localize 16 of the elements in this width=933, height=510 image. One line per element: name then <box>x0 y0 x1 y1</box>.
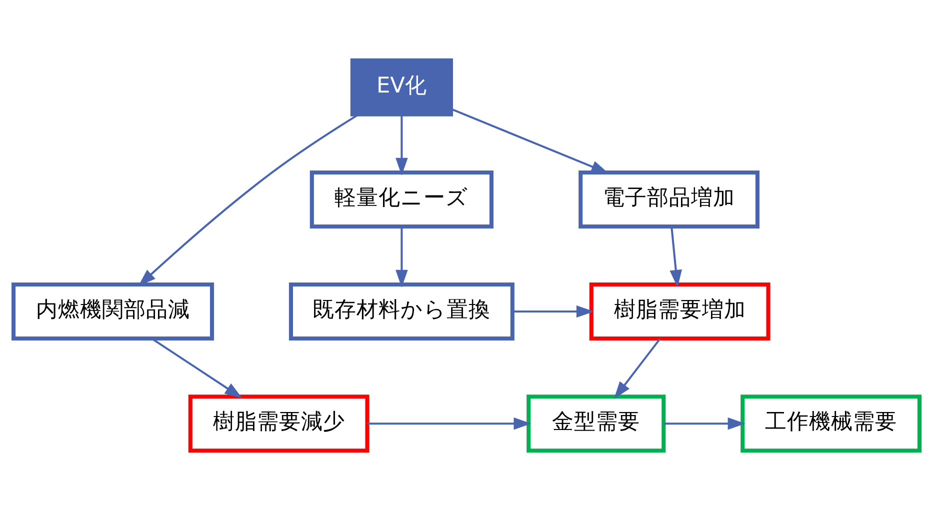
arrow <box>396 114 408 175</box>
node-box: 既存材料から置換 <box>288 282 514 340</box>
arrow <box>614 338 661 398</box>
arrow <box>367 416 532 430</box>
node-box: 樹脂需要増加 <box>589 282 770 340</box>
arrow <box>664 416 746 430</box>
node-box: 軽量化ニーズ <box>310 170 494 228</box>
arrow <box>512 304 594 318</box>
node-box: 電子部品増加 <box>578 170 760 228</box>
node-box: 樹脂需要減少 <box>188 394 370 452</box>
arrow <box>396 226 408 288</box>
arrow <box>670 226 682 287</box>
node-box: 工作機械需要 <box>740 394 922 452</box>
node-box: 金型需要 <box>526 394 666 452</box>
node-box: EV化 <box>350 58 453 116</box>
node-box: 内燃機関部品減 <box>12 282 214 340</box>
